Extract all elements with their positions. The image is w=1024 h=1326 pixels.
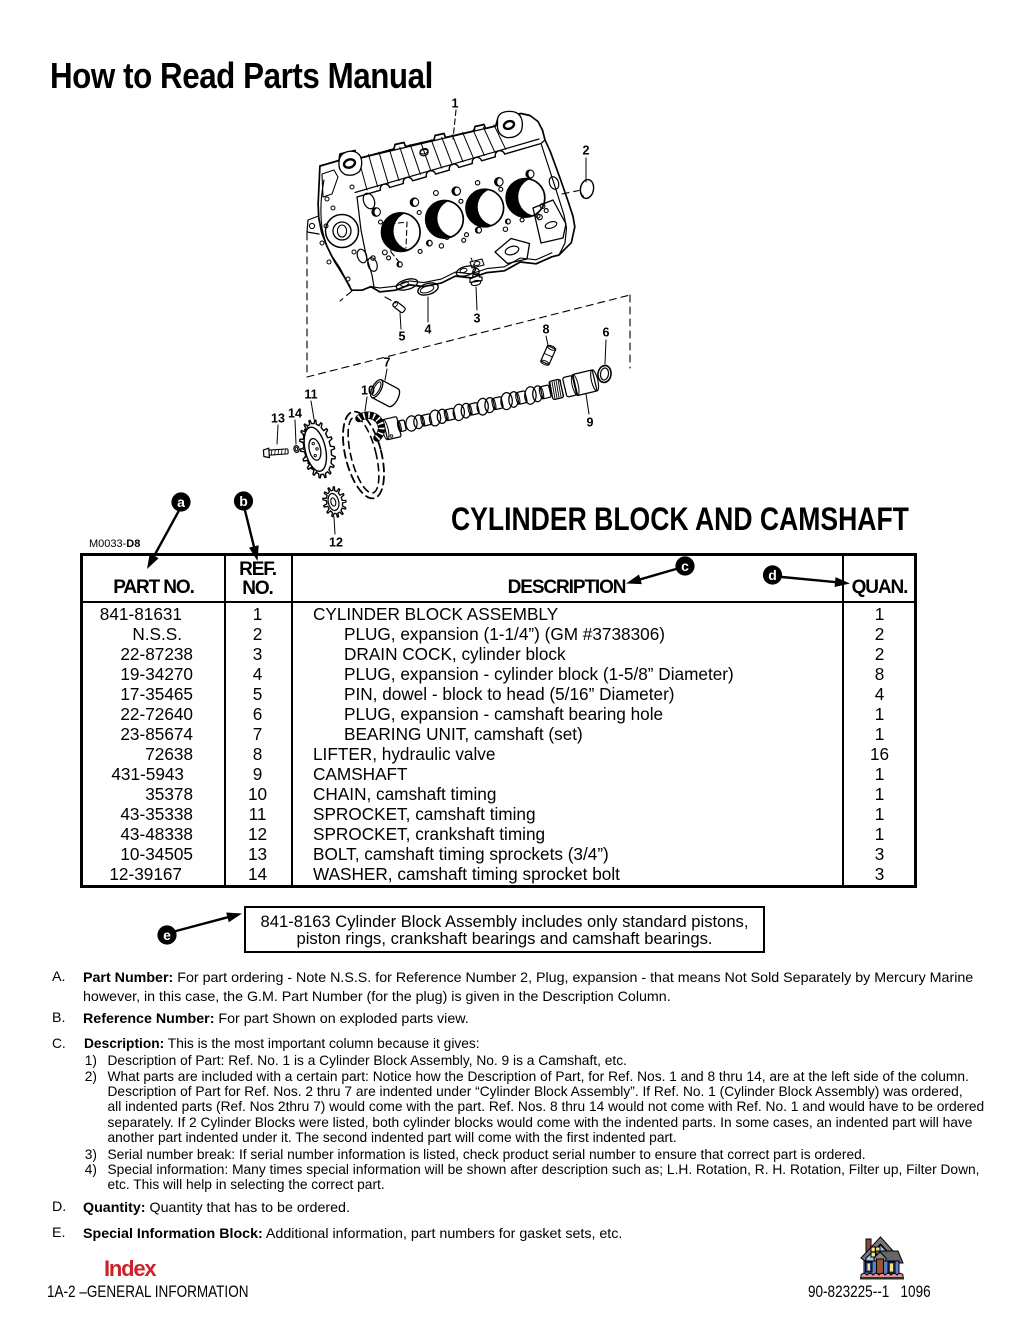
svg-text:5: 5: [399, 330, 406, 344]
svg-text:6: 6: [603, 326, 610, 340]
svg-text:c: c: [681, 558, 689, 574]
svg-text:1: 1: [452, 97, 459, 111]
svg-text:d: d: [768, 567, 777, 583]
svg-text:14: 14: [288, 407, 302, 421]
svg-text:11: 11: [304, 388, 317, 402]
svg-text:e: e: [163, 927, 171, 943]
svg-text:12: 12: [329, 536, 343, 550]
svg-text:9: 9: [587, 416, 594, 430]
svg-text:2: 2: [583, 144, 590, 158]
svg-text:4: 4: [425, 323, 432, 337]
svg-text:8: 8: [543, 323, 550, 337]
svg-text:a: a: [177, 494, 185, 510]
svg-text:10: 10: [361, 384, 375, 398]
svg-text:3: 3: [474, 312, 481, 326]
svg-text:b: b: [239, 493, 248, 509]
svg-text:13: 13: [271, 412, 285, 426]
svg-text:7: 7: [384, 356, 391, 370]
